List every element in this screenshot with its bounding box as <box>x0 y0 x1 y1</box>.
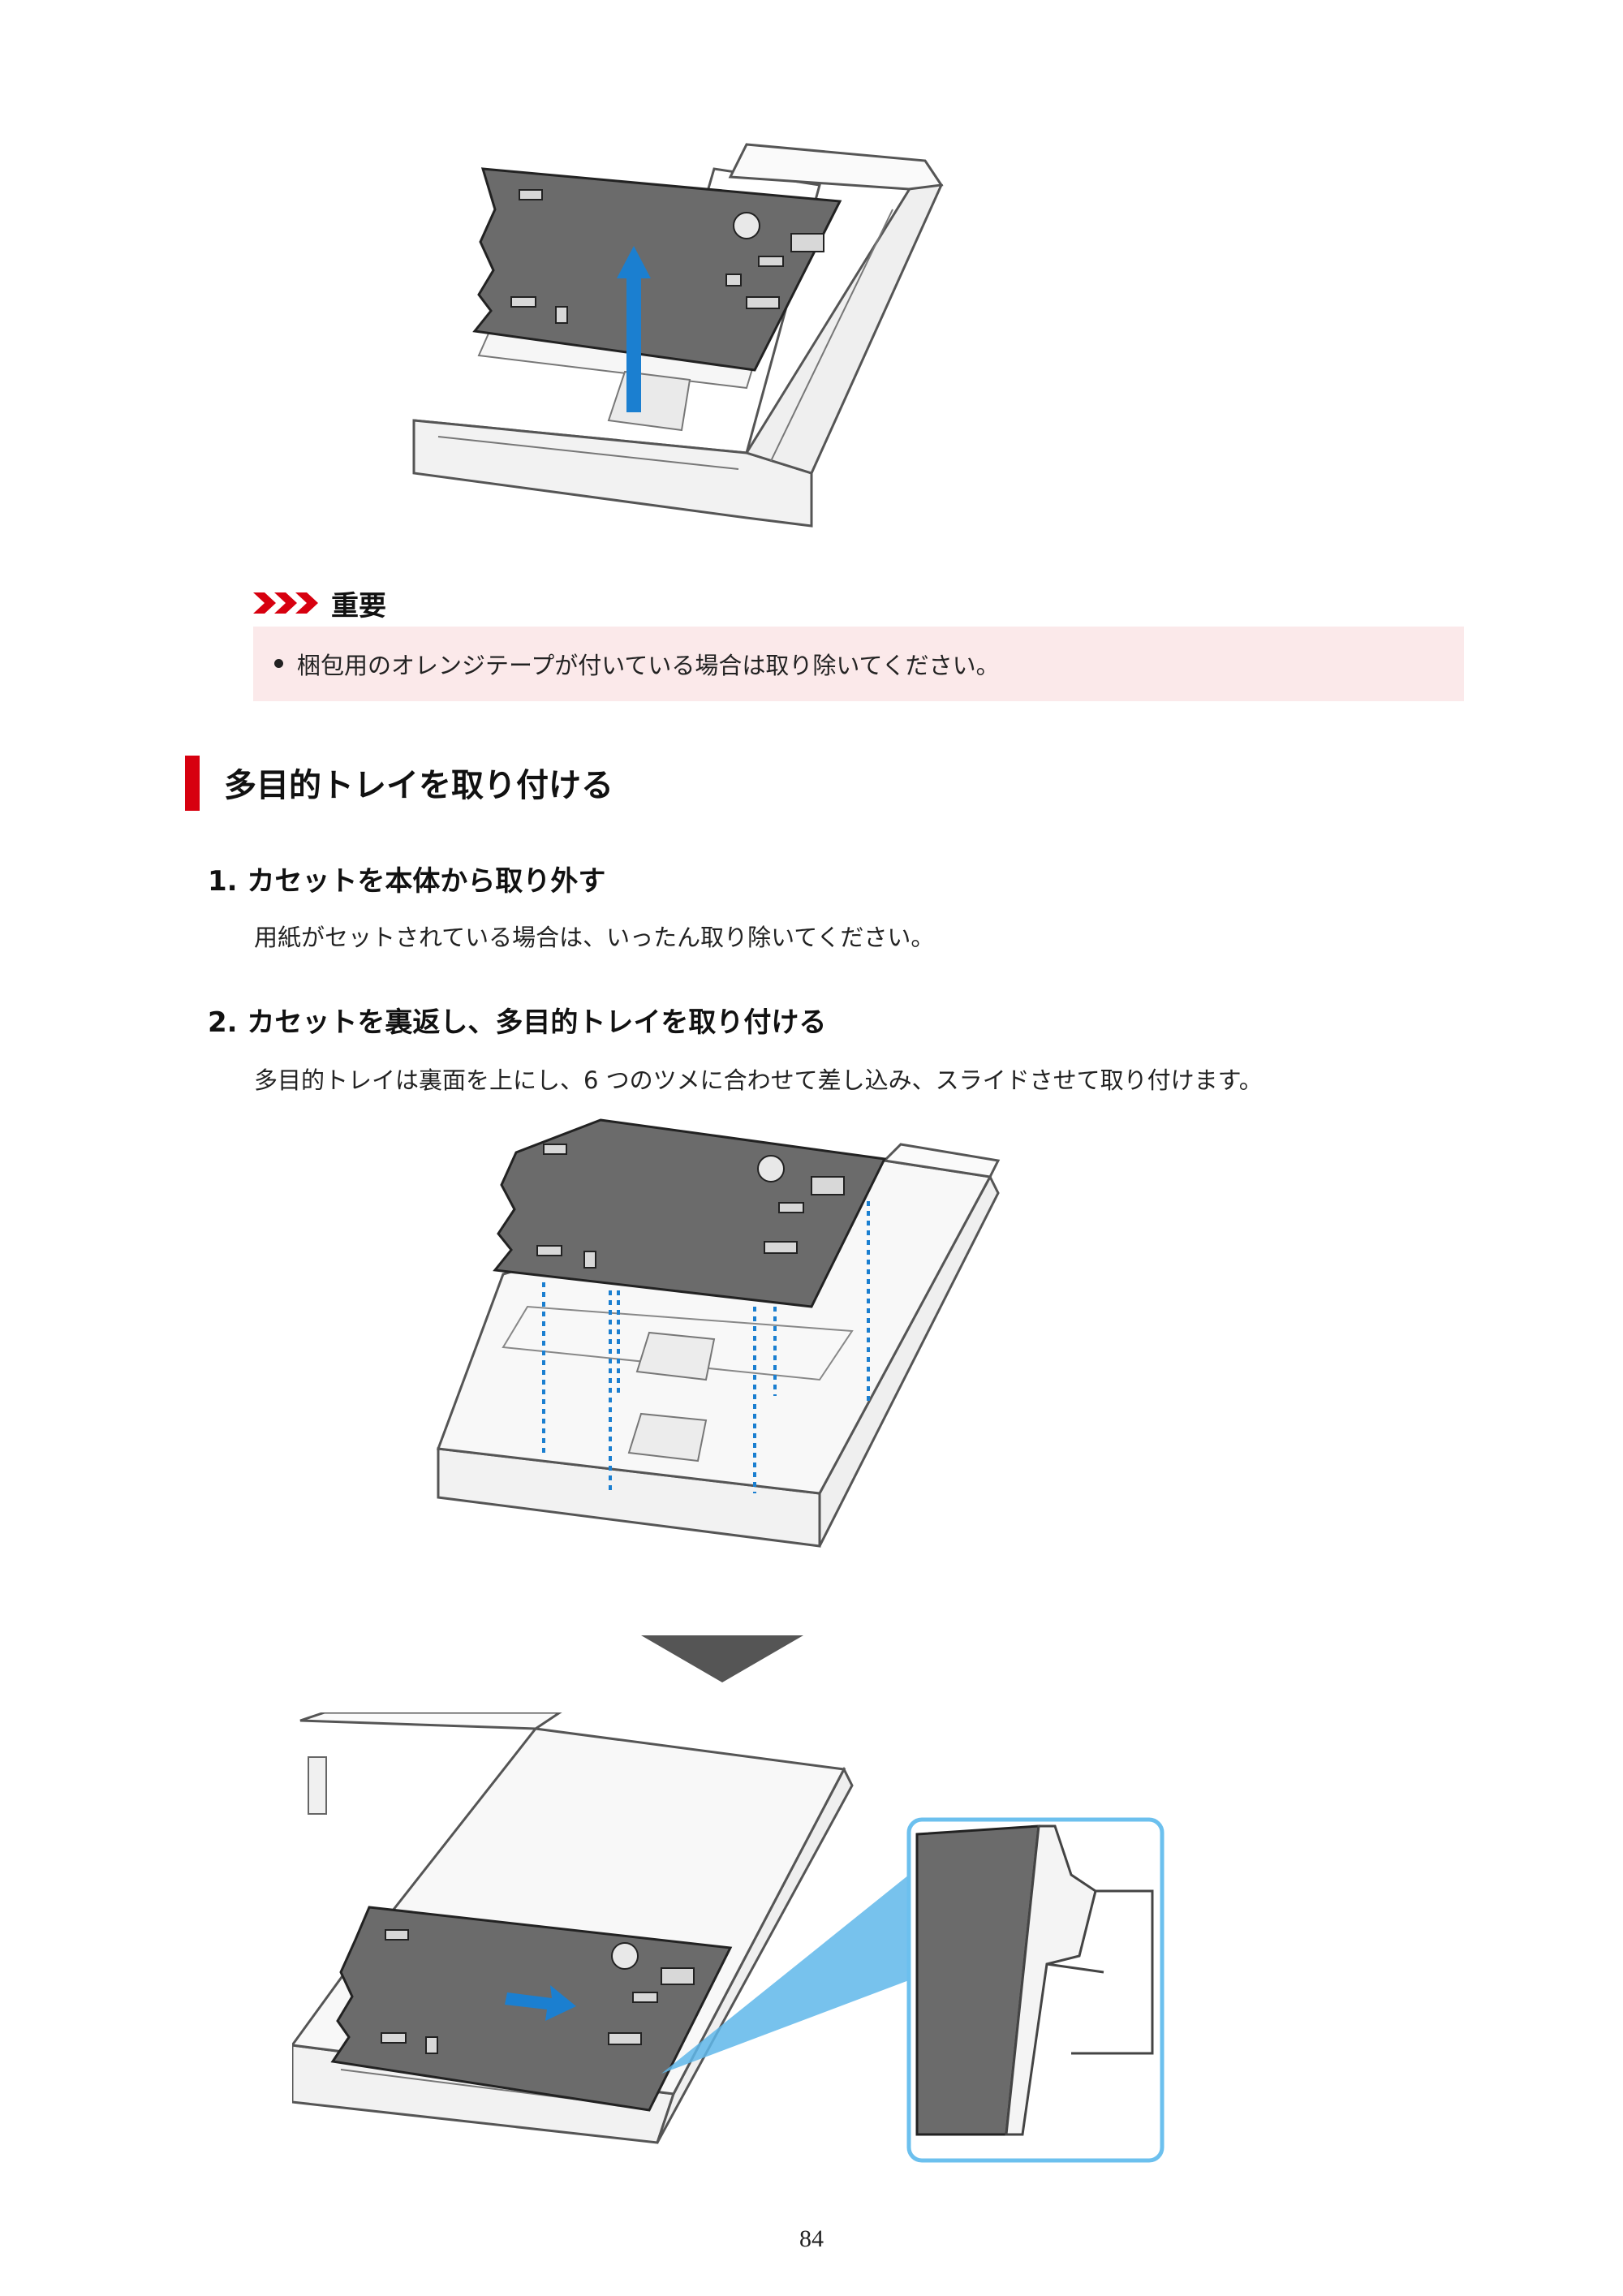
section-title: 多目的トレイを取り付ける <box>224 767 613 804</box>
triple-chevron-icon <box>253 592 318 614</box>
figure-align-tray <box>436 1118 1001 1548</box>
step-2-title: 2. カセットを裏返し、多目的トレイを取り付ける <box>208 1006 827 1039</box>
triangle-down-icon <box>641 1635 803 1682</box>
step-1-text: 用紙がセットされている場合は、いったん取り除いてください。 <box>254 924 935 951</box>
figure-installed-tray <box>292 1712 1165 2163</box>
important-heading: 重要 <box>253 583 386 623</box>
step-1-title: 1. カセットを本体から取り外す <box>208 865 606 898</box>
arrow-right-icon <box>505 1985 576 2021</box>
arrow-up-icon <box>617 246 651 412</box>
important-label: 重要 <box>331 589 386 622</box>
important-box: 梱包用のオレンジテープが付いている場合は取り除いてください。 <box>253 627 1464 701</box>
figure-remove-tray <box>412 143 944 528</box>
important-bullet-text: 梱包用のオレンジテープが付いている場合は取り除いてください。 <box>297 652 1000 679</box>
section-heading-bar <box>185 756 200 811</box>
step-2-text: 多目的トレイは裏面を上にし、6 つのツメに合わせて差し込み、スライドさせて取り付… <box>254 1066 1263 1094</box>
page-number: 84 <box>799 2225 824 2252</box>
bullet-dot <box>274 659 283 668</box>
